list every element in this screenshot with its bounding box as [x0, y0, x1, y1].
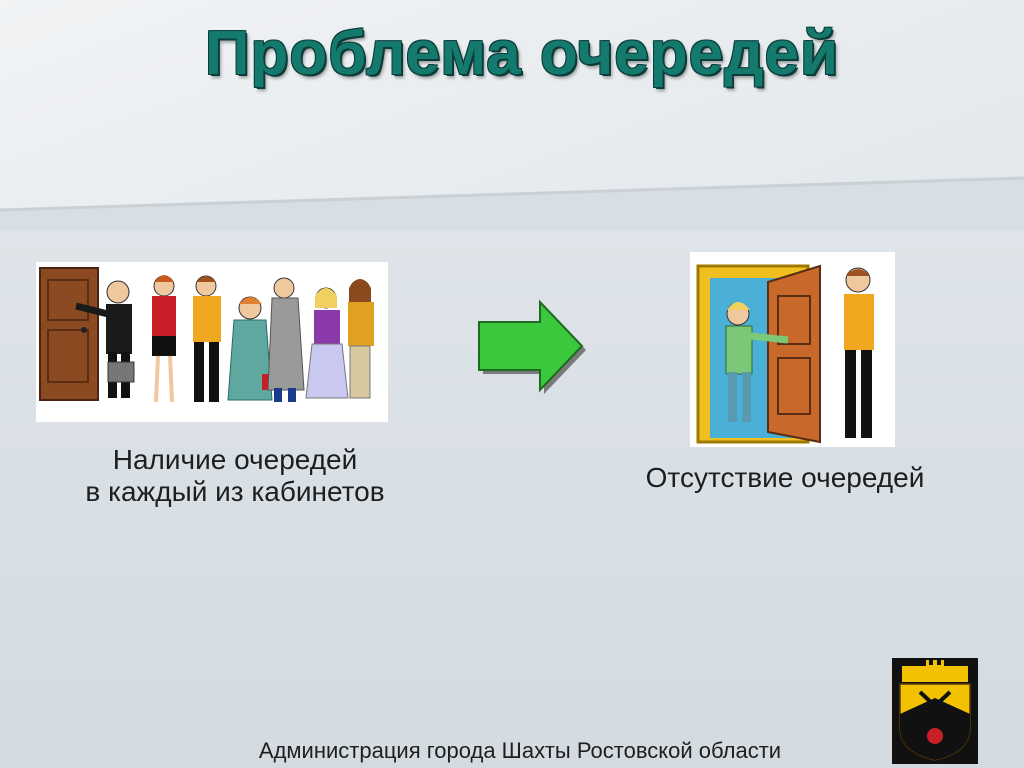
right-arrow-icon [478, 299, 586, 394]
queue-illustration [36, 262, 388, 422]
city-coat-of-arms-icon [892, 658, 978, 764]
left-caption-line1: Наличие очередей [112, 444, 358, 475]
open-door-illustration [690, 252, 895, 447]
right-caption: Отсутствие очередей [645, 462, 925, 493]
footer-text: Администрация города Шахты Ростовской об… [258, 738, 782, 763]
left-caption: Наличие очередей в каждый из кабинетов [30, 444, 440, 508]
slide-title: Проблема очередей [204, 19, 840, 88]
left-caption-line2: в каждый из кабинетов [85, 476, 385, 507]
header-band-edge [0, 176, 1024, 230]
